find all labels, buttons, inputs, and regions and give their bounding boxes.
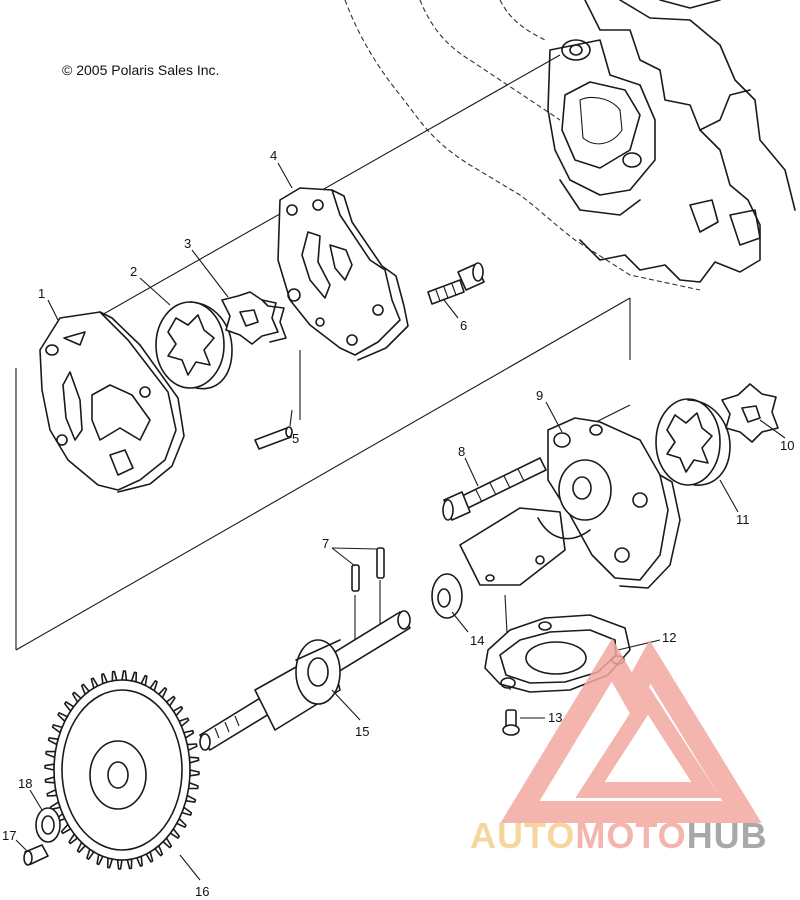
dowel-pin-part-5 (254, 426, 293, 450)
callout-12: 12 (662, 630, 676, 645)
gear-tooth (188, 756, 200, 764)
bolt-part-6 (427, 262, 485, 305)
callout-numbers: 1 2 3 4 5 6 7 8 9 10 11 12 13 14 15 16 1… (2, 148, 794, 899)
inner-rotor-part-10 (721, 383, 779, 443)
screw-part-13 (502, 709, 520, 736)
callout-5: 5 (292, 431, 299, 446)
callout-15: 15 (355, 724, 369, 739)
callout-10: 10 (780, 438, 794, 453)
shaft-part-15 (199, 610, 411, 751)
copyright-notice: © 2005 Polaris Sales Inc. (62, 62, 220, 78)
callout-2: 2 (130, 264, 137, 279)
gear-tooth (111, 670, 118, 682)
automotohub-watermark: AUTOMOTOHUB (470, 638, 768, 856)
watermark-auto: AUTO (470, 815, 575, 856)
pump-body-part-9 (459, 417, 681, 589)
washer-part-18 (35, 807, 61, 843)
callout-17: 17 (2, 828, 16, 843)
callout-8: 8 (458, 444, 465, 459)
callout-13: 13 (548, 710, 562, 725)
engine-case (344, 0, 796, 291)
gear-tooth (44, 763, 55, 771)
gear-tooth (44, 776, 56, 784)
pins-part-7 (351, 547, 385, 640)
callout-1: 1 (38, 286, 45, 301)
callout-16: 16 (195, 884, 209, 899)
outer-rotor-part-2 (155, 301, 233, 390)
pump-cover-part-1 (39, 311, 185, 493)
callout-18: 18 (18, 776, 32, 791)
washer-part-14 (431, 573, 463, 619)
callout-9: 9 (536, 388, 543, 403)
gear-tooth (126, 858, 133, 870)
watermark-hub: HUB (687, 815, 768, 856)
watermark-logo-inner (575, 685, 721, 798)
gear-tooth (116, 858, 123, 870)
bolt-part-17 (23, 844, 49, 866)
pump-plate-part-4 (277, 187, 409, 361)
callout-3: 3 (184, 236, 191, 251)
callout-7: 7 (322, 536, 329, 551)
gear-tooth (189, 769, 200, 777)
callout-14: 14 (470, 633, 484, 648)
bolt-part-8 (442, 457, 547, 521)
gear-part-16 (44, 670, 200, 870)
watermark-text: AUTOMOTOHUB (470, 815, 768, 856)
leader-lines (15, 162, 786, 881)
callout-11: 11 (736, 512, 750, 527)
callout-4: 4 (270, 148, 277, 163)
watermark-logo-triangle (500, 638, 762, 823)
gear-tooth (121, 670, 128, 682)
callout-6: 6 (460, 318, 467, 333)
outer-rotor-part-11 (655, 398, 731, 486)
watermark-moto: MOTO (575, 815, 686, 856)
inner-rotor-part-3 (221, 291, 287, 345)
